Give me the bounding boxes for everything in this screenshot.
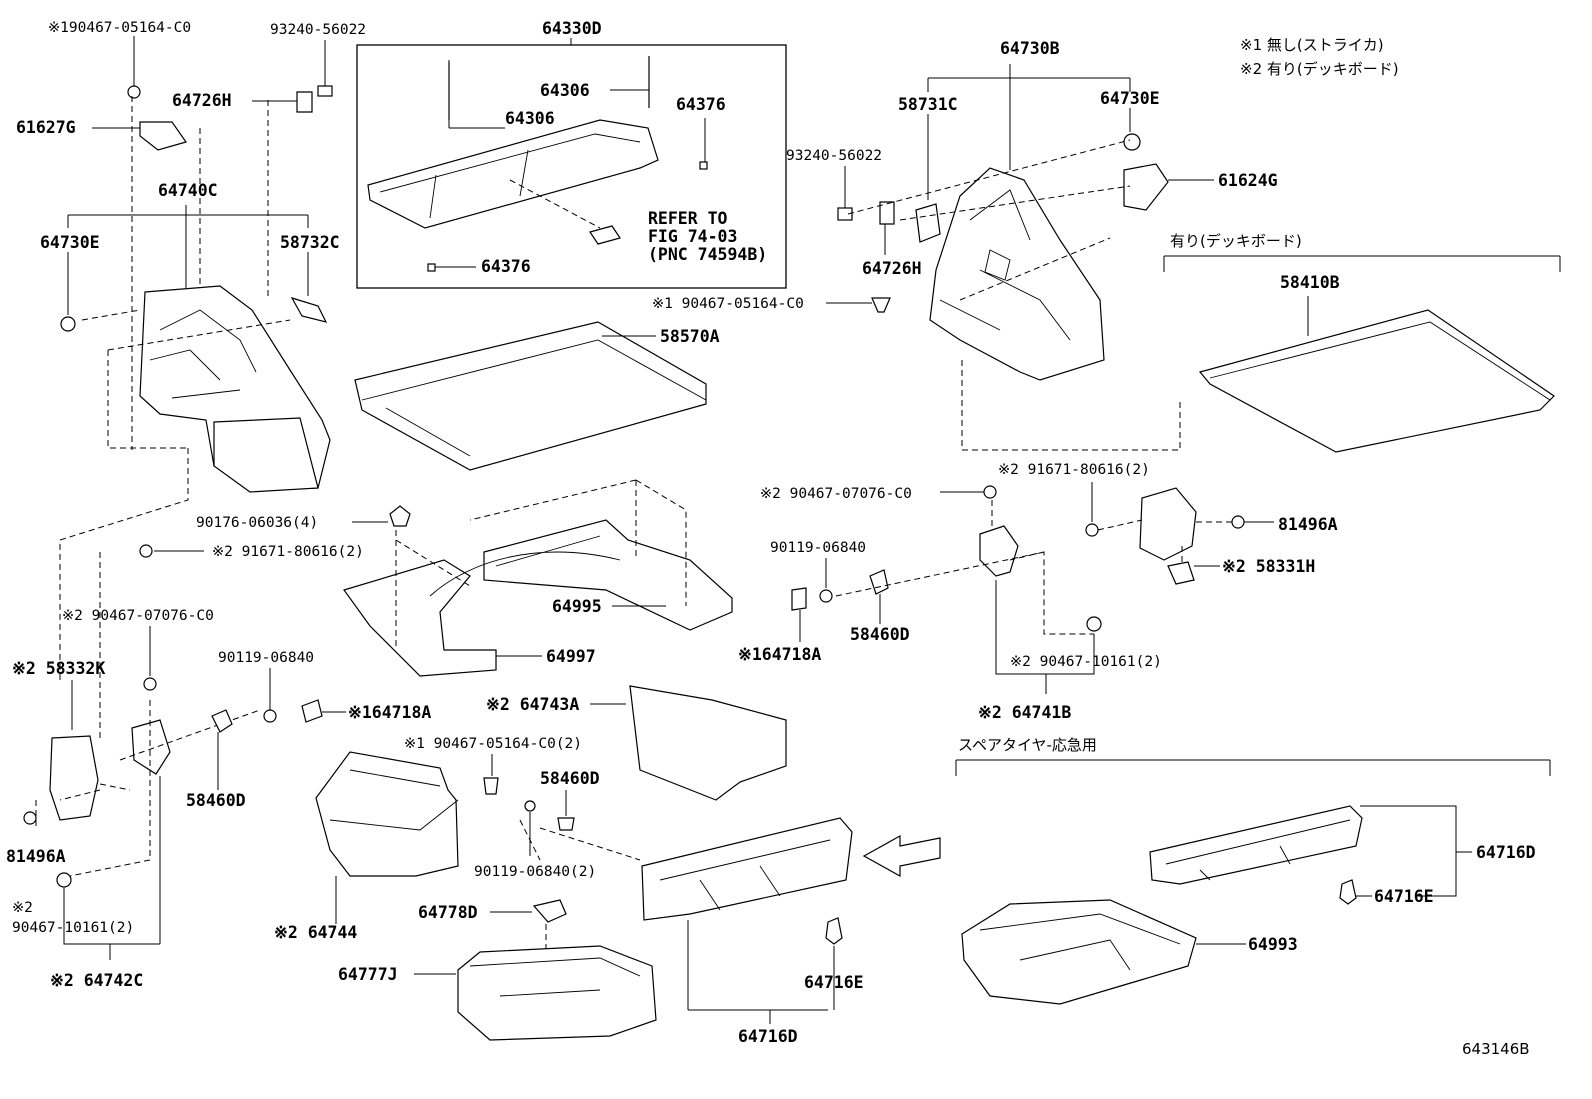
direction-arrow-icon (862, 834, 941, 878)
label-81496A-right: 81496A (1278, 515, 1338, 534)
label-64716E-center: 64716E (804, 973, 864, 992)
striker-64741B (979, 525, 1019, 577)
label-61624G: 61624G (1218, 171, 1278, 190)
right-quarter-trim (929, 167, 1105, 381)
label-64742C: ※2 64742C (50, 971, 143, 990)
label-64376-b: 64376 (481, 257, 531, 276)
label-90467-05164-C0-tl: ※190467-05164-C0 (48, 20, 191, 36)
diagram-code: 643146B (1462, 1040, 1530, 1058)
label-90119-06840-right: 90119-06840 (770, 540, 866, 556)
label-90467-05164-C0-right: ※1 90467-05164-C0 (652, 296, 804, 312)
floor-board-58570A (354, 321, 707, 471)
label-93240-56022-tl: 93240-56022 (270, 22, 366, 38)
label-58460D-center: 58460D (540, 769, 600, 788)
label-64730E-left: 64730E (40, 233, 100, 252)
label-64306-a: 64306 (540, 81, 590, 100)
label-64741B: ※2 64741B (978, 703, 1071, 722)
label-64330D: 64330D (542, 19, 602, 38)
storage-box-64744 (315, 751, 459, 877)
tray-64993 (961, 899, 1197, 1005)
legend-note-1: ※1 無し(ストライカ) (1240, 36, 1384, 54)
section-title-spare-tire: スペアタイヤ-応急用 (958, 736, 1097, 754)
striker-58332K (49, 735, 99, 821)
label-90467-10161-right: ※2 90467-10161(2) (1010, 654, 1162, 670)
label-90119-06840-left: 90119-06840 (218, 650, 314, 666)
label-64726H-left: 64726H (172, 91, 232, 110)
label-64778D: 64778D (418, 903, 478, 922)
label-64777J: 64777J (338, 965, 398, 984)
label-64716D-center: 64716D (738, 1027, 798, 1046)
label-64744: ※2 64744 (274, 923, 357, 942)
label-58410B: 58410B (1280, 273, 1340, 292)
tonneau-cover-group (356, 38, 787, 289)
refer-line-3: (PNC 74594B) (648, 245, 767, 264)
label-58732C: 58732C (280, 233, 340, 252)
section-title-deck-board: 有り(デッキボード) (1170, 232, 1302, 250)
tonneau-cover-panel (367, 119, 659, 229)
floor-panel-64716D-left (641, 817, 853, 921)
label-91671-80616-right: ※2 91671-80616(2) (998, 462, 1150, 478)
label-58570A: 58570A (660, 327, 720, 346)
label-64376-a: 64376 (676, 95, 726, 114)
label-64716D-right: 64716D (1476, 843, 1536, 862)
label-64726H-right: 64726H (862, 259, 922, 278)
tray-64995 (483, 519, 733, 631)
label-58731C: 58731C (898, 95, 958, 114)
legend-note-2: ※2 有り(デッキボード) (1240, 60, 1399, 78)
label-81496A-left: 81496A (6, 847, 66, 866)
floor-panel-64716D-right (1149, 805, 1363, 885)
label-93240-56022-right: 93240-56022 (786, 148, 882, 164)
storage-box-64743A (629, 685, 787, 801)
refer-line-2: FIG 74-03 (648, 227, 737, 246)
tray-64997 (343, 559, 497, 677)
label-90467-07076-C0-left: ※2 90467-07076-C0 (62, 608, 214, 624)
label-64743A: ※2 64743A (486, 695, 579, 714)
striker-58331H (1139, 487, 1197, 561)
label-64306-b: 64306 (505, 109, 555, 128)
label-90467-10161-left: 90467-10161(2) (12, 920, 134, 936)
label-90176-06036: 90176-06036(4) (196, 515, 318, 531)
label-64740C: 64740C (158, 181, 218, 200)
label-58460D-left: 58460D (186, 791, 246, 810)
label-90467-05164-C0-center: ※1 90467-05164-C0(2) (404, 736, 582, 752)
striker-64742C (131, 719, 171, 775)
label-64730E-right: 64730E (1100, 89, 1160, 108)
label-64995: 64995 (552, 597, 602, 616)
label-58460D-right: 58460D (850, 625, 910, 644)
label-mark-2-left: ※2 (12, 900, 33, 916)
label-90119-06840-center: 90119-06840(2) (474, 864, 596, 880)
label-64718A-left: ※164718A (348, 703, 431, 722)
label-64730B: 64730B (1000, 39, 1060, 58)
label-58331H: ※2 58331H (1222, 557, 1315, 576)
refer-line-1: REFER TO (648, 209, 728, 228)
label-64716E-right: 64716E (1374, 887, 1434, 906)
label-64997: 64997 (546, 647, 596, 666)
label-64993: 64993 (1248, 935, 1298, 954)
deck-board-58410B (1198, 309, 1555, 453)
label-58332K: ※2 58332K (12, 659, 105, 678)
label-61627G: 61627G (16, 118, 76, 137)
label-91671-80616-left: ※2 91671-80616(2) (212, 544, 364, 560)
label-64718A-right: ※164718A (738, 645, 821, 664)
label-90467-07076-C0-right: ※2 90467-07076-C0 (760, 486, 912, 502)
